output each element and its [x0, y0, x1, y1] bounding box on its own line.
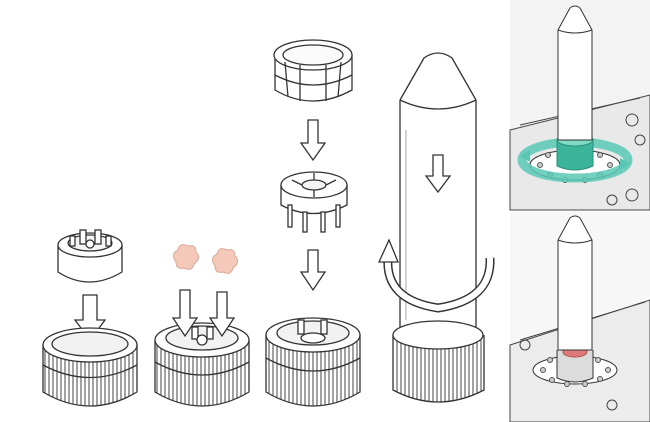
arrow-down-icon — [299, 119, 327, 162]
rotate-arrow-icon — [377, 238, 495, 313]
step-insert-core — [42, 229, 138, 407]
ribbed-base-part — [42, 327, 138, 407]
pad-right-part — [211, 248, 239, 274]
ribbed-base-part — [392, 320, 485, 403]
step-attach-tube — [377, 52, 495, 403]
arrow-down-icon — [171, 289, 199, 338]
step-mount-and-twist — [509, 0, 650, 422]
arrow-down-icon — [208, 291, 236, 338]
ribbed-base-part — [265, 317, 361, 407]
cartridge-core-part — [57, 229, 123, 283]
arrow-down-icon — [424, 154, 452, 194]
step-add-screen — [273, 39, 353, 162]
arrow-down-icon — [299, 249, 327, 292]
ribbed-base-part — [154, 322, 250, 407]
spacer-part — [280, 171, 348, 233]
step-add-pads — [154, 244, 250, 407]
machine-top-view — [509, 0, 650, 211]
pad-left-part — [172, 244, 200, 270]
step-place-spacer — [265, 171, 361, 407]
screen-cap-part — [273, 39, 353, 102]
machine-locked-view — [509, 212, 650, 422]
